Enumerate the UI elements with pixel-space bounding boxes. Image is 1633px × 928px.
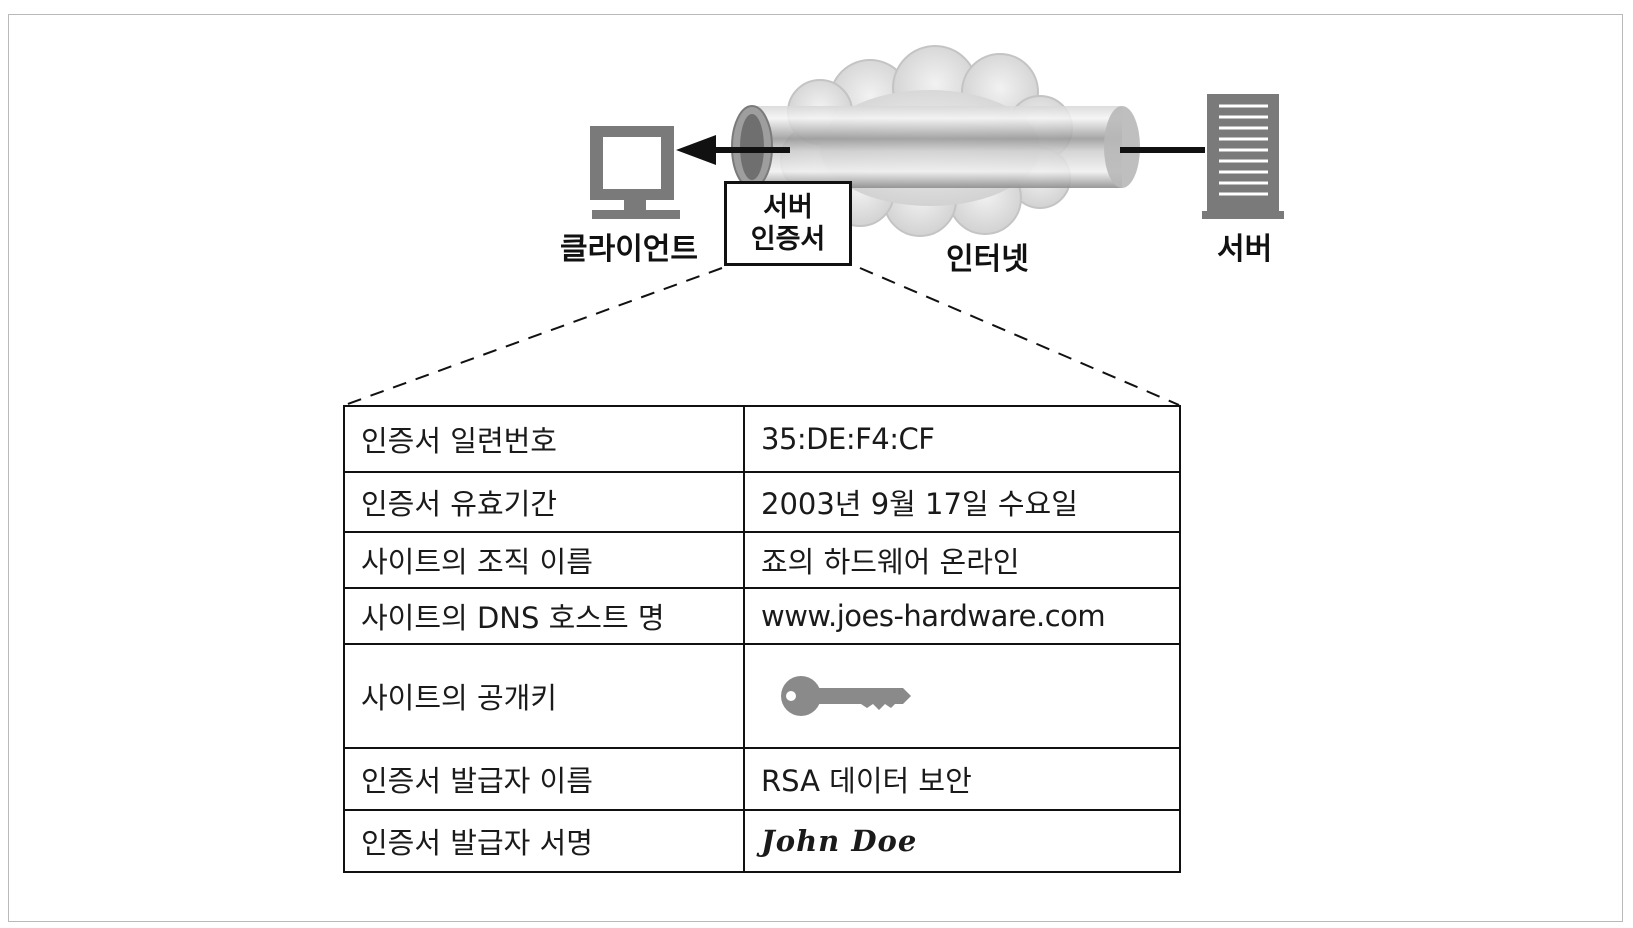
table-row: 인증서 발급자 이름 RSA 데이터 보안 (343, 747, 1181, 811)
server-certificate-box: 서버 인증서 (724, 181, 852, 266)
serial-number-key: 인증서 일련번호 (343, 405, 745, 473)
figure-frame (8, 14, 1623, 922)
public-key-key: 사이트의 공개키 (343, 643, 745, 749)
zoom-lines (344, 267, 1180, 406)
dns-host-value: www.joes-hardware.com (743, 587, 1181, 645)
server-label: 서버 (1217, 232, 1273, 267)
server-icon (1202, 94, 1284, 219)
table-row: 사이트의 조직 이름 죠의 하드웨어 온라인 (343, 531, 1181, 589)
issuer-name-value: RSA 데이터 보안 (743, 747, 1181, 811)
client-label: 클라이언트 (560, 232, 698, 267)
table-row: 인증서 일련번호 35:DE:F4:CF (343, 405, 1181, 473)
certificate-table: 인증서 일련번호 35:DE:F4:CF 인증서 유효기간 2003년 9월 1… (343, 405, 1181, 873)
table-row: 인증서 발급자 서명 John Doe (343, 809, 1181, 873)
dns-host-key: 사이트의 DNS 호스트 명 (343, 587, 745, 645)
secure-tunnel-pipe (731, 105, 1140, 189)
org-name-value: 죠의 하드웨어 온라인 (743, 531, 1181, 589)
public-key-value (743, 643, 1181, 749)
issuer-signature-value: John Doe (743, 809, 1181, 873)
org-name-key: 사이트의 조직 이름 (343, 531, 745, 589)
table-row: 사이트의 DNS 호스트 명 www.joes-hardware.com (343, 587, 1181, 645)
issuer-signature-key: 인증서 발급자 서명 (343, 809, 745, 873)
client-computer-icon (590, 126, 680, 219)
table-row: 인증서 유효기간 2003년 9월 17일 수요일 (343, 471, 1181, 533)
validity-key: 인증서 유효기간 (343, 471, 745, 533)
table-row: 사이트의 공개키 (343, 643, 1181, 749)
validity-value: 2003년 9월 17일 수요일 (743, 471, 1181, 533)
issuer-name-key: 인증서 발급자 이름 (343, 747, 745, 811)
cert-box-line2: 인증서 (750, 223, 826, 255)
key-icon (781, 676, 911, 716)
cert-box-line1: 서버 (763, 192, 813, 224)
internet-label: 인터넷 (946, 242, 1029, 277)
serial-number-value: 35:DE:F4:CF (743, 405, 1181, 473)
